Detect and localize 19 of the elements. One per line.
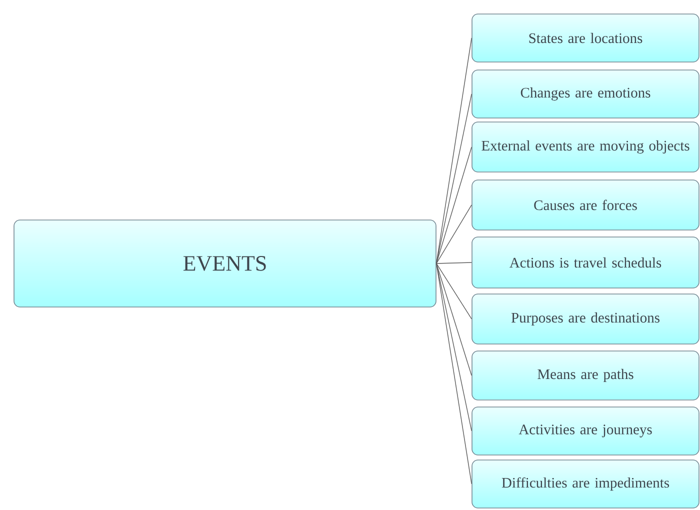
connector-line	[436, 94, 472, 264]
subtopic-box: States are locations	[472, 14, 700, 62]
subtopic-box: Difficulties are impediments	[472, 460, 700, 508]
subtopic-box: Actions is travel scheduls	[472, 236, 700, 288]
connector-line	[436, 263, 472, 376]
connector-line	[436, 263, 472, 320]
connector-line	[436, 262, 472, 264]
subtopic-box: Changes are emotions	[472, 70, 700, 118]
subtopic-box: Means are paths	[472, 350, 700, 400]
subtopic-box: Causes are forces	[472, 180, 700, 230]
connector-line	[436, 263, 472, 432]
connector-line	[436, 204, 472, 264]
subtopic-box: Activities are journeys	[472, 406, 700, 456]
subtopic-box: Purposes are destinations	[472, 294, 700, 344]
subtopic-box: External events are moving objects	[472, 122, 700, 172]
connector-line	[436, 263, 472, 484]
topic-box: EVENTS	[14, 220, 436, 308]
connector-line	[436, 146, 472, 264]
connector-line	[436, 38, 472, 264]
